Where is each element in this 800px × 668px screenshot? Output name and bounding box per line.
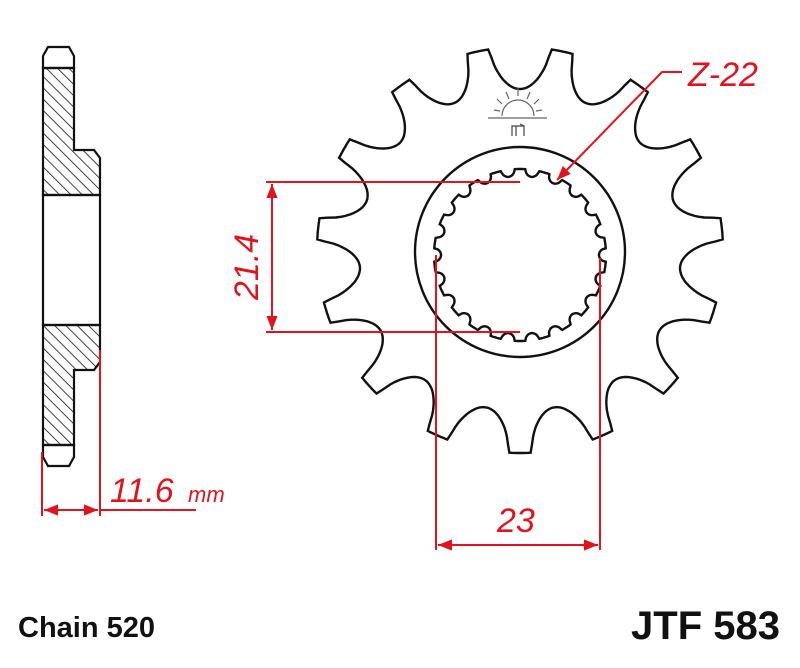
part-number: JTF 583 [631, 604, 780, 648]
width-label: 23 [496, 502, 535, 540]
side-view [41, 45, 102, 468]
side-body-top [41, 66, 102, 197]
side-tip-bottom [41, 443, 76, 468]
side-body-bottom [41, 323, 102, 447]
z22-leader [556, 71, 682, 181]
side-bore [41, 193, 102, 327]
brand-logo [488, 88, 547, 136]
chain-label: Chain 520 [18, 612, 155, 644]
thickness-unit: mm [188, 482, 225, 507]
hub-circle [413, 145, 627, 359]
side-tip-top [41, 45, 76, 70]
spline-outline [433, 167, 607, 343]
dimension-text: Z-22 21.4 23 11.6 mm [110, 56, 758, 540]
front-view [316, 48, 724, 455]
dimension-lines [41, 71, 682, 551]
sprocket-outline [316, 48, 724, 455]
thickness-label: 11.6 [110, 472, 174, 510]
spline-teeth-label: Z-22 [687, 56, 758, 94]
spline-diameter-label: 21.4 [228, 234, 266, 301]
